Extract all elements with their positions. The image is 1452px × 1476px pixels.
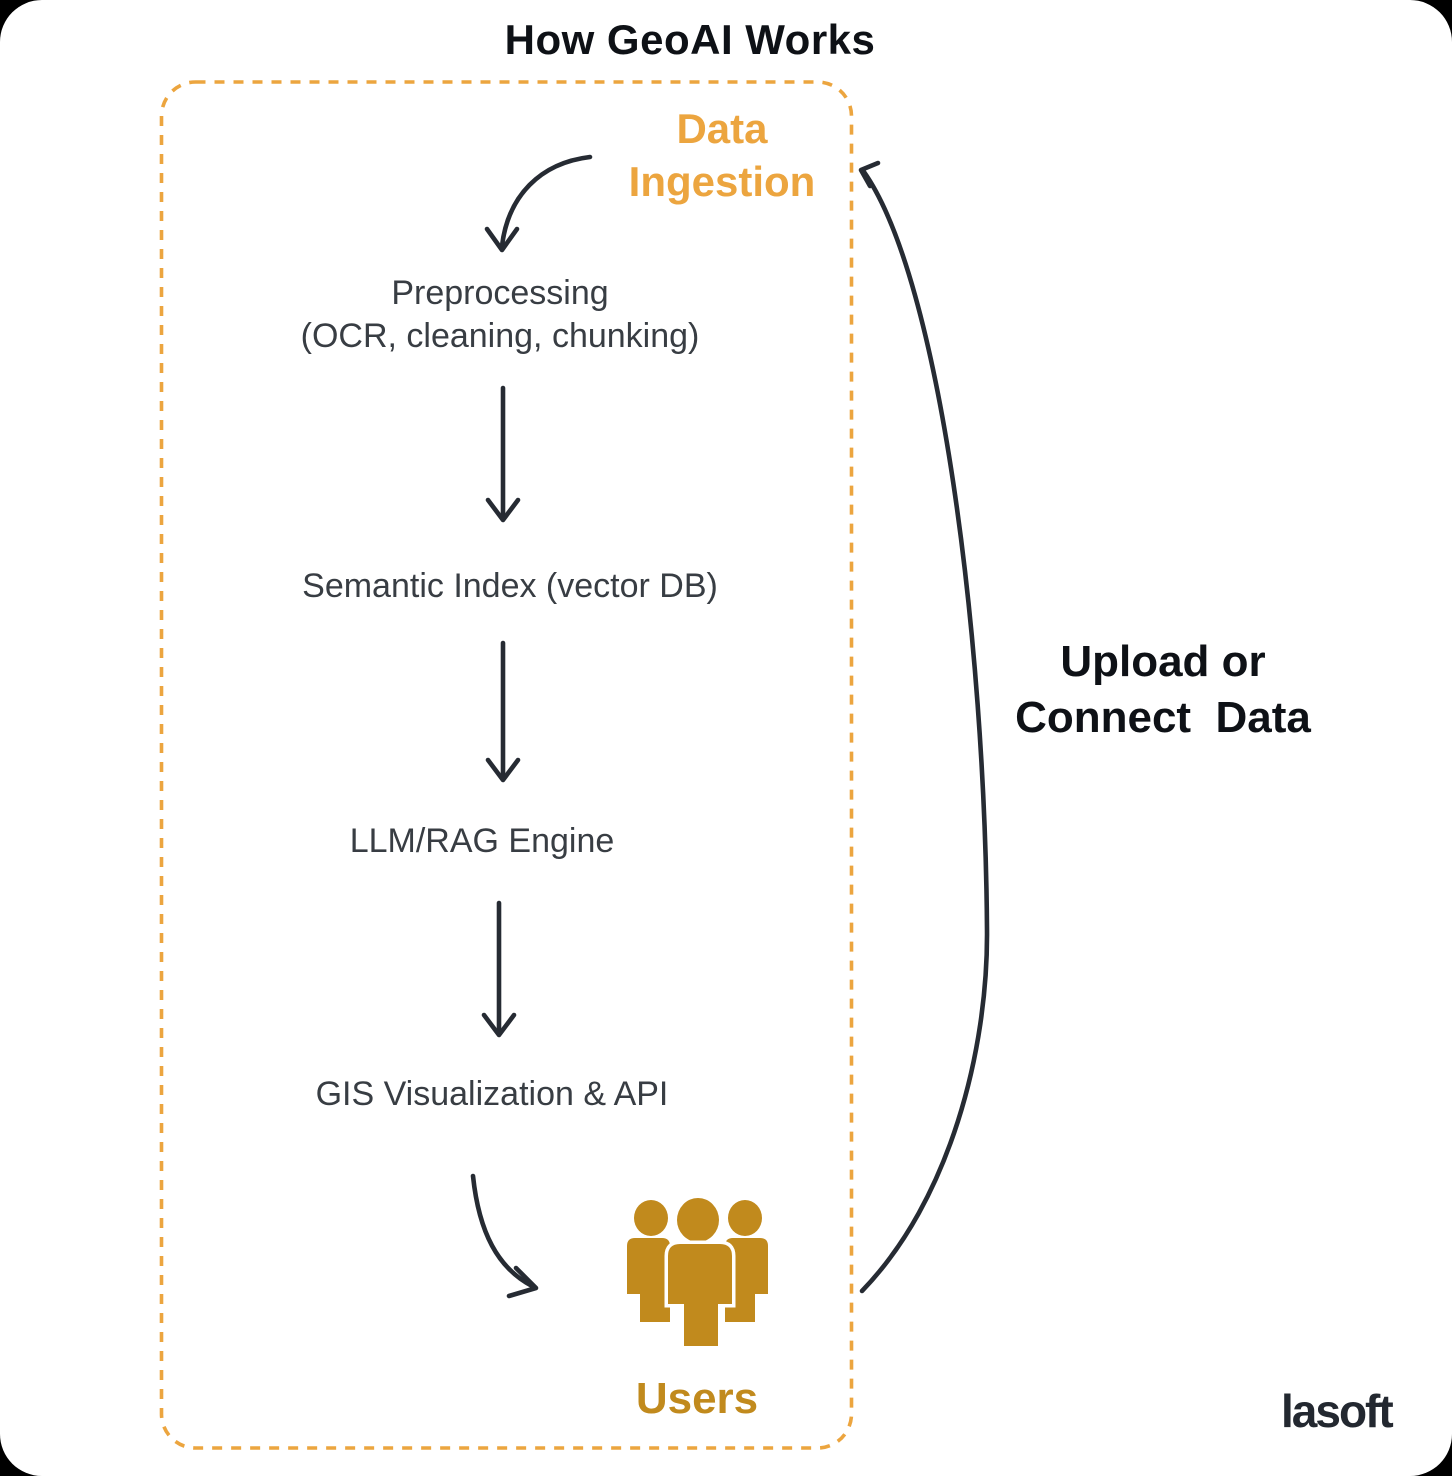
arrow-gis-to-users	[470, 1173, 539, 1299]
page-title: How GeoAI Works	[504, 16, 876, 63]
upload-connect-data-label: Upload or Connect Data	[1015, 637, 1311, 743]
users-icon	[627, 1194, 768, 1350]
arrow-llm-rag-to-gis	[481, 900, 517, 1038]
lasoft-logo: lasoft	[1281, 1385, 1394, 1437]
users-label: Users	[635, 1374, 759, 1423]
arrow-preprocessing-to-semantic-index	[485, 385, 521, 523]
step-semantic-index: Semantic Index (vector DB)	[302, 567, 718, 605]
data-ingestion-label: Data Ingestion	[628, 105, 816, 206]
step-llm-rag-engine: LLM/RAG Engine	[349, 822, 615, 860]
step-gis-visualization-api: GIS Visualization & API	[315, 1075, 669, 1113]
arrow-users-to-ingestion-return	[858, 160, 990, 1294]
arrow-semantic-index-to-llm-rag	[485, 640, 521, 783]
dashed-flow-border	[159, 80, 854, 1450]
arrow-ingestion-to-preprocessing	[484, 154, 593, 253]
step-preprocessing: Preprocessing (OCR, cleaning, chunking)	[300, 274, 700, 355]
